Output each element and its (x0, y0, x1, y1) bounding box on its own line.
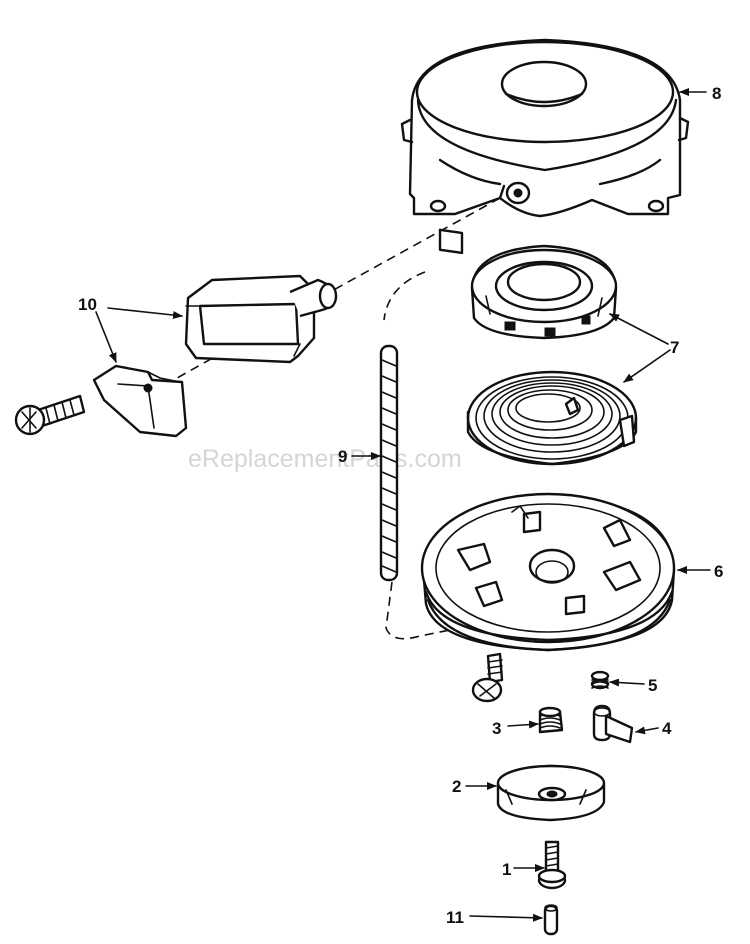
callout-8: 8 (712, 84, 721, 103)
spring-part-3 (538, 706, 564, 734)
callout-6: 6 (714, 562, 723, 581)
pawl-part-4 (592, 704, 634, 744)
callout-1: 1 (502, 860, 511, 879)
callout-9: 9 (338, 447, 347, 466)
pin-part-11 (543, 904, 559, 936)
callout-2: 2 (452, 777, 461, 796)
handle-insert-part-10 (92, 364, 188, 438)
shoulder-screw-part-1 (537, 840, 567, 890)
retainer-cup-part-2 (496, 764, 606, 822)
handle-screw (14, 394, 86, 436)
rewind-spring-part-7 (466, 370, 638, 466)
callout-3: 3 (492, 719, 501, 738)
leader-lines (95, 88, 711, 922)
callout-5: 5 (648, 676, 657, 695)
watermark-text: eReplacementParts.com (188, 445, 462, 473)
pulley-part-6 (420, 492, 676, 652)
starter-rope-part-9 (379, 344, 399, 582)
starter-housing-part-8 (400, 38, 690, 255)
center-screw (471, 652, 504, 703)
callout-11: 11 (446, 908, 464, 927)
callout-10: 10 (78, 295, 97, 314)
callout-7: 7 (670, 338, 679, 357)
starter-handle-part-10 (184, 274, 338, 364)
callout-labels: 8 10 7 9 6 5 3 4 2 1 11 (78, 84, 723, 927)
spring-retainer-part-7 (470, 244, 618, 340)
callout-4: 4 (662, 719, 672, 738)
small-spring-part-5 (590, 670, 610, 690)
